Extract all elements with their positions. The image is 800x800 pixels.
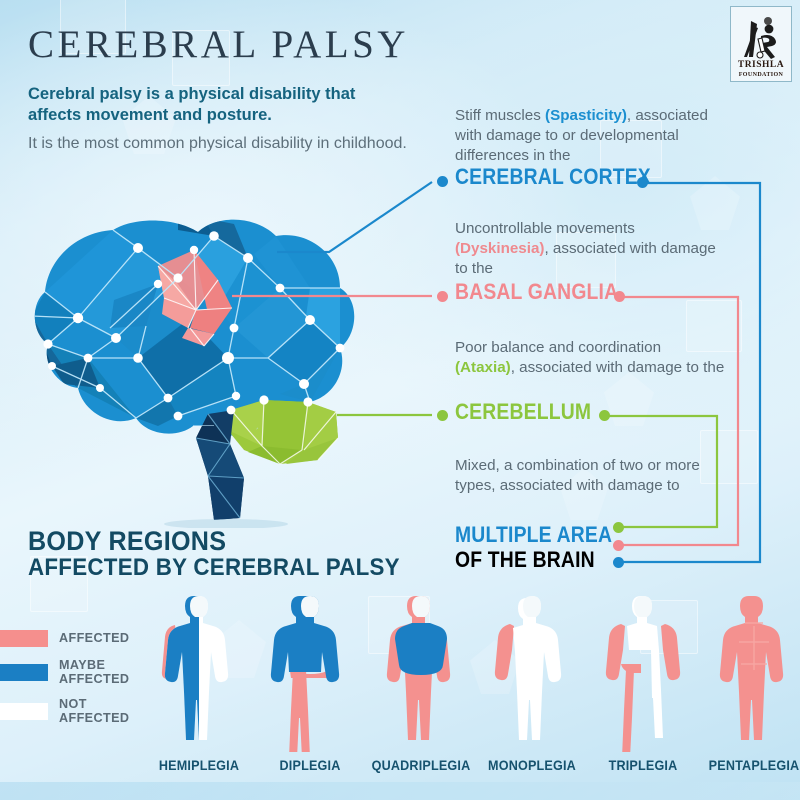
legend-label-line2: AFFECTED	[59, 672, 130, 687]
legend-swatch-affected	[0, 630, 48, 647]
type-description-dyskinesia: Uncontrollable movements (Dyskinesia), a…	[455, 219, 725, 280]
bullet-dot-cerebral-cortex-left	[437, 176, 448, 187]
desc-pre: Stiff muscles	[455, 107, 546, 124]
body-regions-title-line1: BODY REGIONS	[28, 526, 227, 556]
legend-swatch-not-affected	[0, 702, 48, 720]
trishla-foundation-logo-icon	[738, 15, 784, 61]
figure-label-quadriplegia: QUADRIPLEGIA	[371, 757, 471, 773]
legend-label-affected: AFFECTED	[59, 631, 130, 646]
type-description-spasticity: Stiff muscles (Spasticity), associated w…	[455, 106, 725, 167]
low-poly-brain-illustration	[18, 188, 408, 529]
term-basal-ganglia: BASAL GANGLIA	[455, 279, 619, 304]
bullet-dot-mixed-pink	[613, 540, 624, 551]
type-description-ataxia: Poor balance and coordination (Ataxia), …	[455, 338, 725, 378]
body-regions-title-line2: AFFECTED BY CEREBRAL PALSY	[28, 553, 400, 581]
body-figure-hemiplegia	[144, 592, 254, 752]
bottom-bar	[0, 782, 800, 800]
desc-pre: Mixed, a combination of two or more type…	[455, 457, 700, 495]
desc-post: , associated with damage to or developme…	[455, 107, 708, 165]
body-figure-monoplegia	[477, 592, 587, 752]
desc-pre: Poor balance and coordination	[455, 339, 662, 356]
body-regions-title: BODY REGIONS AFFECTED BY CEREBRAL PALSY	[28, 526, 428, 581]
subtitle-text: It is the most common physical disabilit…	[28, 135, 407, 152]
legend-label-not-affected: NOT AFFECTED	[59, 697, 130, 726]
term-cerebellum: CEREBELLUM	[455, 399, 592, 424]
watermark-leaf	[604, 372, 654, 426]
legend: AFFECTED MAYBE AFFECTED NOT AFFECTED	[0, 630, 156, 736]
bullet-dot-mixed-blue	[613, 557, 624, 568]
body-figure-triplegia	[588, 592, 698, 752]
figure-label-pentaplegia: PENTAPLEGIA	[708, 757, 800, 773]
legend-item-affected: AFFECTED	[0, 630, 156, 647]
figure-label-monoplegia: MONOPLEGIA	[488, 757, 576, 773]
desc-post: , associated with damage to the	[455, 240, 716, 278]
type-description-mixed: Mixed, a combination of two or more type…	[455, 456, 725, 496]
legend-item-not-affected: NOT AFFECTED	[0, 697, 156, 725]
desc-highlight: (Spasticity)	[545, 107, 627, 124]
desc-highlight: (Dyskinesia)	[455, 240, 545, 258]
desc-highlight: (Ataxia)	[455, 359, 511, 377]
logo-tagline: FOUNDATION	[738, 71, 784, 78]
bullet-dot-cerebellum-left	[437, 410, 448, 421]
legend-label-maybe-affected: MAYBE AFFECTED	[59, 658, 129, 686]
body-figure-pentaplegia	[699, 592, 800, 752]
body-figure-quadriplegia	[366, 592, 476, 752]
desc-post: , associated with damage to the	[510, 359, 725, 377]
body-figure-diplegia	[255, 592, 365, 752]
term-cerebral-cortex: CEREBRAL CORTEX	[455, 164, 651, 189]
desc-pre: Uncontrollable movements	[455, 220, 635, 237]
figure-label-diplegia: DIPLEGIA	[279, 757, 341, 773]
bullet-dot-mixed-green	[613, 522, 624, 533]
term-brain: BRAIN	[532, 547, 595, 572]
figure-label-hemiplegia: HEMIPLEGIA	[158, 757, 240, 773]
term-of-the-brain: OF THE BRAIN	[455, 547, 595, 573]
bullet-dot-cerebral-cortex-right	[637, 177, 648, 188]
page-title: CEREBRAL PALSY	[28, 23, 409, 66]
legend-swatch-maybe-affected	[0, 663, 48, 681]
term-multiple-area: MULTIPLE AREA	[455, 522, 613, 547]
bullet-dot-basal-ganglia-left	[437, 291, 448, 302]
term-of-the: OF THE	[455, 547, 533, 572]
bullet-dot-basal-ganglia-right	[614, 291, 625, 302]
lede-text: Cerebral palsy is a physical disability …	[28, 85, 356, 125]
legend-label-line1: MAYBE	[59, 658, 106, 672]
legend-item-maybe-affected: MAYBE AFFECTED	[0, 658, 156, 686]
logo: TRISHLA FOUNDATION	[730, 6, 792, 82]
figure-label-triplegia: TRIPLEGIA	[608, 757, 678, 773]
bullet-dot-cerebellum-right	[599, 410, 610, 421]
logo-name: TRISHLA	[737, 60, 785, 71]
